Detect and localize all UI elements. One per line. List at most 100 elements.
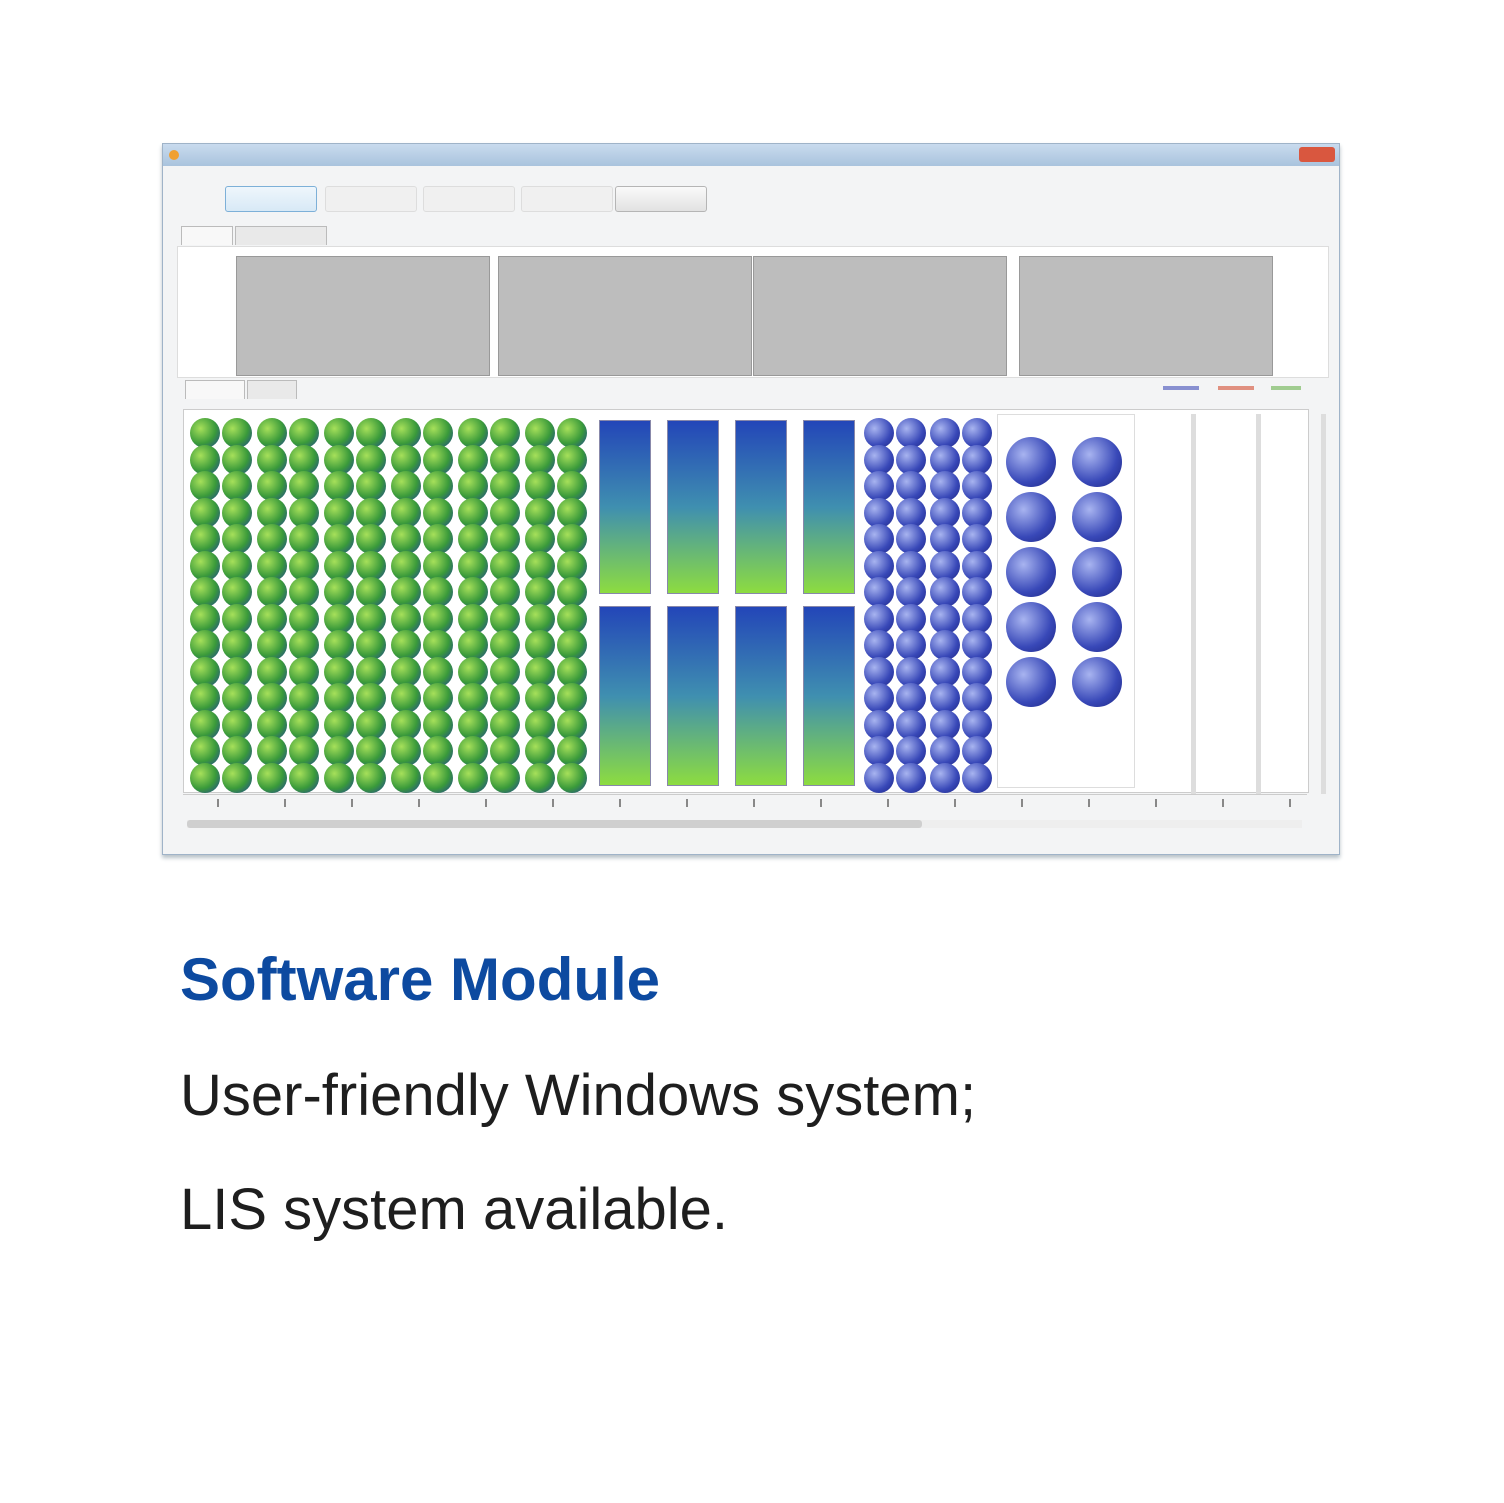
sample-tube (458, 550, 488, 581)
sample-tube (222, 762, 252, 793)
sample-tube (257, 762, 287, 793)
sample-tube (324, 577, 354, 607)
toolbar-button-1[interactable] (225, 186, 317, 212)
tab-lower-2[interactable] (247, 380, 297, 399)
legend-blue (1163, 386, 1199, 390)
axis-tick (485, 799, 487, 807)
sample-tube (324, 656, 354, 687)
sample-tube (490, 762, 520, 793)
rack-layout-area (183, 409, 1326, 794)
sample-tube (864, 762, 894, 793)
sample-tube (557, 471, 587, 501)
sample-tube (391, 683, 421, 713)
caption-title: Software Module (180, 946, 661, 1013)
large-container (1072, 437, 1122, 487)
sample-tube (962, 736, 992, 766)
sample-tube (557, 524, 587, 554)
sample-tube (391, 550, 421, 581)
sample-tube (324, 524, 354, 554)
sample-tube (356, 444, 386, 475)
sample-tube (962, 444, 992, 475)
sample-tube (289, 709, 319, 740)
sample-tube (525, 603, 555, 634)
sample-tube (222, 497, 252, 528)
toolbar-button-5[interactable] (615, 186, 707, 212)
sample-tube (289, 418, 319, 448)
sample-tube (525, 497, 555, 528)
sample-tube (190, 444, 220, 475)
sample-tube (190, 471, 220, 501)
sample-tube (257, 656, 287, 687)
sample-tube (458, 683, 488, 713)
toolbar-button-3[interactable] (423, 186, 515, 212)
tab-2[interactable] (235, 226, 327, 245)
sample-tube (930, 577, 960, 607)
sample-tube (324, 471, 354, 501)
software-window-screenshot (162, 143, 1340, 855)
sample-tube (458, 762, 488, 793)
sample-tube (930, 683, 960, 713)
sample-tube (289, 603, 319, 634)
sample-tube (896, 630, 926, 660)
large-container (1006, 437, 1056, 487)
toolbar-button-4[interactable] (521, 186, 613, 212)
sample-tube (257, 630, 287, 660)
toolbar-button-2[interactable] (325, 186, 417, 212)
sample-tube (896, 603, 926, 634)
sample-tube (525, 736, 555, 766)
sample-tube (289, 497, 319, 528)
sample-tube (257, 577, 287, 607)
sample-tube (423, 577, 453, 607)
sample-tube (423, 418, 453, 448)
sample-tube (962, 762, 992, 793)
sample-tube (257, 524, 287, 554)
reagent-bottle (735, 606, 787, 786)
sample-tube (289, 550, 319, 581)
sample-tube (962, 418, 992, 448)
plate-2 (498, 256, 752, 376)
sample-tube (391, 709, 421, 740)
sample-tube (391, 762, 421, 793)
sample-tube (490, 524, 520, 554)
plate-4 (1019, 256, 1273, 376)
sample-tube (423, 524, 453, 554)
sample-tube (864, 630, 894, 660)
tab-1[interactable] (181, 226, 233, 245)
sample-tube (458, 577, 488, 607)
sample-tube (896, 550, 926, 581)
sample-tube (525, 471, 555, 501)
sample-tube (896, 709, 926, 740)
sample-tube (257, 709, 287, 740)
sample-tube (458, 736, 488, 766)
sample-tube (896, 444, 926, 475)
sample-tube (864, 471, 894, 501)
sample-tube (356, 656, 386, 687)
sample-tube (356, 736, 386, 766)
large-container (1006, 602, 1056, 652)
sample-tube (490, 656, 520, 687)
sample-tube (864, 524, 894, 554)
sample-tube (391, 656, 421, 687)
horizontal-scrollbar[interactable] (187, 820, 1302, 828)
sample-tube (222, 656, 252, 687)
sample-tube (490, 683, 520, 713)
large-container (1006, 492, 1056, 542)
sample-tube (525, 418, 555, 448)
sample-tube (864, 444, 894, 475)
sample-tube (864, 418, 894, 448)
sample-tube (190, 497, 220, 528)
sample-tube (930, 471, 960, 501)
axis-tick (619, 799, 621, 807)
reagent-bottle (599, 606, 651, 786)
sample-tube (557, 603, 587, 634)
sample-tube (525, 444, 555, 475)
close-button[interactable] (1299, 147, 1335, 162)
sample-tube (962, 683, 992, 713)
axis-tick (418, 799, 420, 807)
sample-tube (490, 418, 520, 448)
sample-tube (423, 709, 453, 740)
sample-tube (458, 656, 488, 687)
sample-tube (864, 656, 894, 687)
scrollbar-thumb[interactable] (187, 820, 922, 828)
tab-lower-1[interactable] (185, 380, 245, 399)
